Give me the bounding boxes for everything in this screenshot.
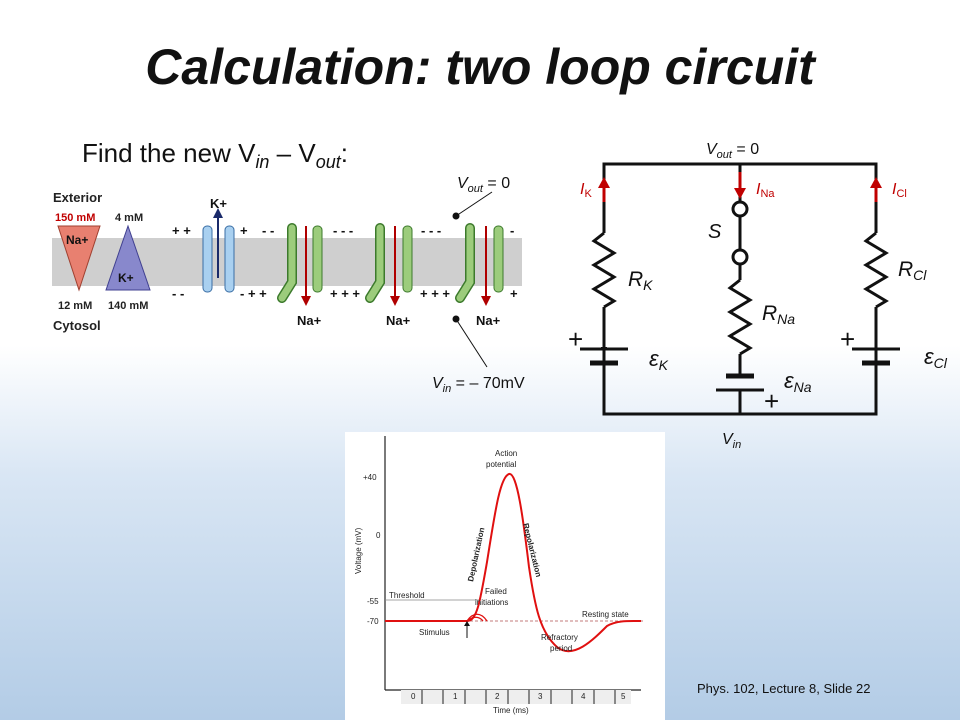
- label-action: Action: [495, 449, 517, 458]
- charge-top-3: - -: [262, 223, 274, 238]
- na-ion-label: Na+: [66, 233, 88, 247]
- battery-cl-plus: +: [840, 324, 855, 354]
- x-tick-2: 2: [495, 692, 500, 701]
- na-channel-2-ion: Na+: [386, 313, 411, 328]
- x-tick-3: 3: [538, 692, 543, 701]
- na-channel-3-ion: Na+: [476, 313, 501, 328]
- emf-k-label: εK: [649, 346, 669, 373]
- emf-na-label: εNa: [784, 368, 812, 395]
- circuit-vin-label: Vin: [722, 431, 741, 450]
- subtitle-prefix: Find the new V: [82, 138, 256, 168]
- exterior-label: Exterior: [53, 190, 102, 205]
- switch-label: S: [708, 221, 722, 243]
- charge-top-2: +: [240, 223, 248, 238]
- battery-cl: [852, 347, 900, 414]
- current-cl-arrowhead: [870, 177, 882, 188]
- y-axis-label: Voltage (mV): [354, 527, 363, 574]
- k-ion-label: K+: [118, 271, 134, 285]
- k-out-conc: 4 mM: [115, 212, 143, 224]
- k-channel-left: [202, 225, 213, 293]
- x-tick-1: 1: [453, 692, 458, 701]
- subtitle-out-sub: out: [315, 152, 341, 173]
- na-channel-2: [365, 223, 413, 306]
- cytosol-label: Cytosol: [53, 318, 101, 333]
- x-tick-5: 5: [621, 692, 626, 701]
- slide-title: Calculation: two loop circuit: [145, 39, 815, 95]
- battery-k-plus: +: [568, 324, 583, 354]
- emf-cl-label: εCl: [924, 344, 948, 371]
- circuit-diagram: Vout = 0 Vin IK INa ICl S RK RNa RCl εK …: [568, 141, 948, 450]
- label-initiations: initiations: [475, 598, 508, 607]
- slide-subtitle: Find the new Vin – Vout:: [82, 138, 348, 173]
- charge-top-5: - - -: [421, 223, 441, 238]
- na-gradient-triangle: [57, 225, 101, 292]
- label-failed: Failed: [485, 587, 507, 596]
- x-tick-0: 0: [411, 692, 416, 701]
- k-in-conc: 140 mM: [108, 300, 148, 312]
- battery-na-plus: +: [764, 386, 779, 416]
- charge-top-6: -: [510, 223, 514, 238]
- charge-bottom-4: + + +: [420, 286, 450, 301]
- failed-initiation-2: [466, 616, 484, 622]
- label-refractory: Refractory: [541, 633, 578, 642]
- charge-bottom-3: + + +: [330, 286, 360, 301]
- circuit-vout-label: Vout = 0: [706, 141, 759, 161]
- k-channel-ion: K+: [210, 196, 227, 211]
- resistor-cl-label: RCl: [898, 258, 927, 283]
- charge-top-1: + +: [172, 223, 191, 238]
- battery-na: [716, 373, 764, 392]
- slide-footer: Phys. 102, Lecture 8, Slide 22: [697, 681, 871, 696]
- label-resting-state: Resting state: [582, 610, 629, 619]
- x-tick-band: [401, 690, 631, 704]
- k-flow-arrowhead: [213, 208, 223, 218]
- subtitle-colon: :: [340, 138, 348, 168]
- x-tick-marks: [421, 690, 616, 704]
- label-threshold: Threshold: [389, 591, 425, 600]
- charge-bottom-1: - -: [172, 286, 184, 301]
- x-axis-label: Time (ms): [493, 706, 529, 715]
- resistor-na-label: RNa: [762, 302, 795, 327]
- y-tick-40: +40: [363, 473, 377, 482]
- charge-bottom-2: - + +: [240, 286, 267, 301]
- current-na-label: INa: [756, 181, 775, 200]
- membrane-vout-label: Vout = 0: [457, 175, 510, 195]
- label-period: period: [550, 644, 572, 653]
- subtitle-in-sub: in: [255, 152, 270, 173]
- stimulus-arrowhead: [464, 621, 470, 626]
- k-channel-right: [224, 225, 235, 293]
- action-potential-curve: [385, 473, 642, 653]
- vin-pointer-line: [455, 318, 488, 368]
- x-tick-4: 4: [581, 692, 586, 701]
- na-in-conc: 12 mM: [58, 300, 92, 312]
- charge-top-4: - - -: [333, 223, 353, 238]
- na-channel-3: [455, 223, 504, 306]
- label-stimulus: Stimulus: [419, 628, 450, 637]
- vout-pointer-line: [455, 191, 493, 217]
- y-tick-0: 0: [376, 531, 381, 540]
- action-potential-graph: 0 1 2 3 4 5 Time (ms) +40 0 -55 -70 Volt…: [345, 432, 665, 720]
- graph-background: [345, 432, 665, 720]
- y-tick-70: -70: [367, 617, 379, 626]
- switch-bottom-terminal: [731, 248, 749, 266]
- y-tick-55: -55: [367, 597, 379, 606]
- na-channel-1-ion: Na+: [297, 313, 322, 328]
- current-na-arrowhead: [734, 188, 746, 199]
- switch-top-terminal: [731, 200, 749, 218]
- current-k-arrowhead: [598, 177, 610, 188]
- current-k-label: IK: [580, 181, 592, 200]
- membrane-diagram: Exterior Cytosol 150 mM 4 mM 12 mM 140 m…: [52, 175, 525, 395]
- resistor-k-label: RK: [628, 268, 653, 293]
- current-cl-label: ICl: [892, 181, 907, 200]
- na-channel-1: [277, 223, 323, 306]
- subtitle-dash: – V: [269, 138, 316, 168]
- battery-k: [580, 347, 628, 414]
- k-gradient-triangle: [105, 224, 151, 291]
- label-potential: potential: [486, 460, 516, 469]
- membrane-vin-label: Vin = – 70mV: [432, 375, 525, 395]
- na-out-conc: 150 mM: [55, 212, 95, 224]
- charge-bottom-5: +: [510, 286, 518, 301]
